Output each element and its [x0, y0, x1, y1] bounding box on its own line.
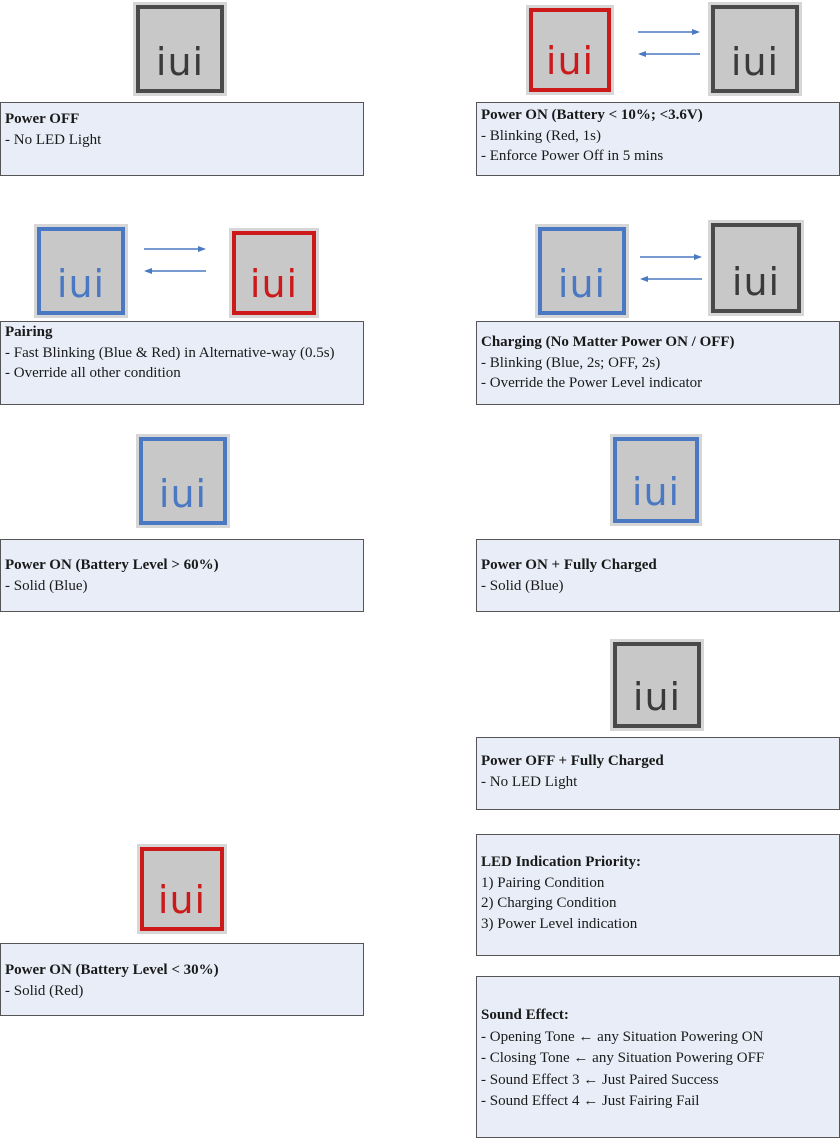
led-icon-off: iui [133, 2, 227, 96]
led-icon-red: iui [526, 5, 614, 95]
state-low-battery: Power ON (Battery < 10%; <3.6V) - Blinki… [476, 102, 840, 176]
blink-arrows [640, 254, 702, 282]
led-icon-off: iui [708, 2, 802, 96]
led-icon-red: iui [137, 844, 227, 934]
state-battery-low: Power ON (Battery Level < 30%) - Solid (… [0, 943, 364, 1016]
led-icon-blue: iui [535, 224, 629, 318]
led-icon-off: iui [610, 639, 704, 731]
state-pairing: Pairing - Fast Blinking (Blue & Red) in … [0, 321, 364, 405]
led-icon-red: iui [229, 228, 319, 318]
blink-arrows [638, 29, 700, 57]
state-power-off: Power OFF - No LED Light [0, 102, 364, 176]
state-charging: Charging (No Matter Power ON / OFF) - Bl… [476, 321, 840, 405]
state-battery-high: Power ON (Battery Level > 60%) - Solid (… [0, 539, 364, 612]
led-icon-blue: iui [610, 434, 702, 526]
sound-effect-box: Sound Effect: - Opening Tone ← any Situa… [476, 976, 840, 1138]
led-icon-blue: iui [136, 434, 230, 528]
state-off-charged: Power OFF + Fully Charged - No LED Light [476, 737, 840, 810]
led-icon-blue: iui [34, 224, 128, 318]
led-priority-box: LED Indication Priority: 1) Pairing Cond… [476, 834, 840, 956]
led-icon-off: iui [708, 220, 804, 316]
blink-arrows [144, 246, 206, 274]
state-on-charged: Power ON + Fully Charged - Solid (Blue) [476, 539, 840, 612]
